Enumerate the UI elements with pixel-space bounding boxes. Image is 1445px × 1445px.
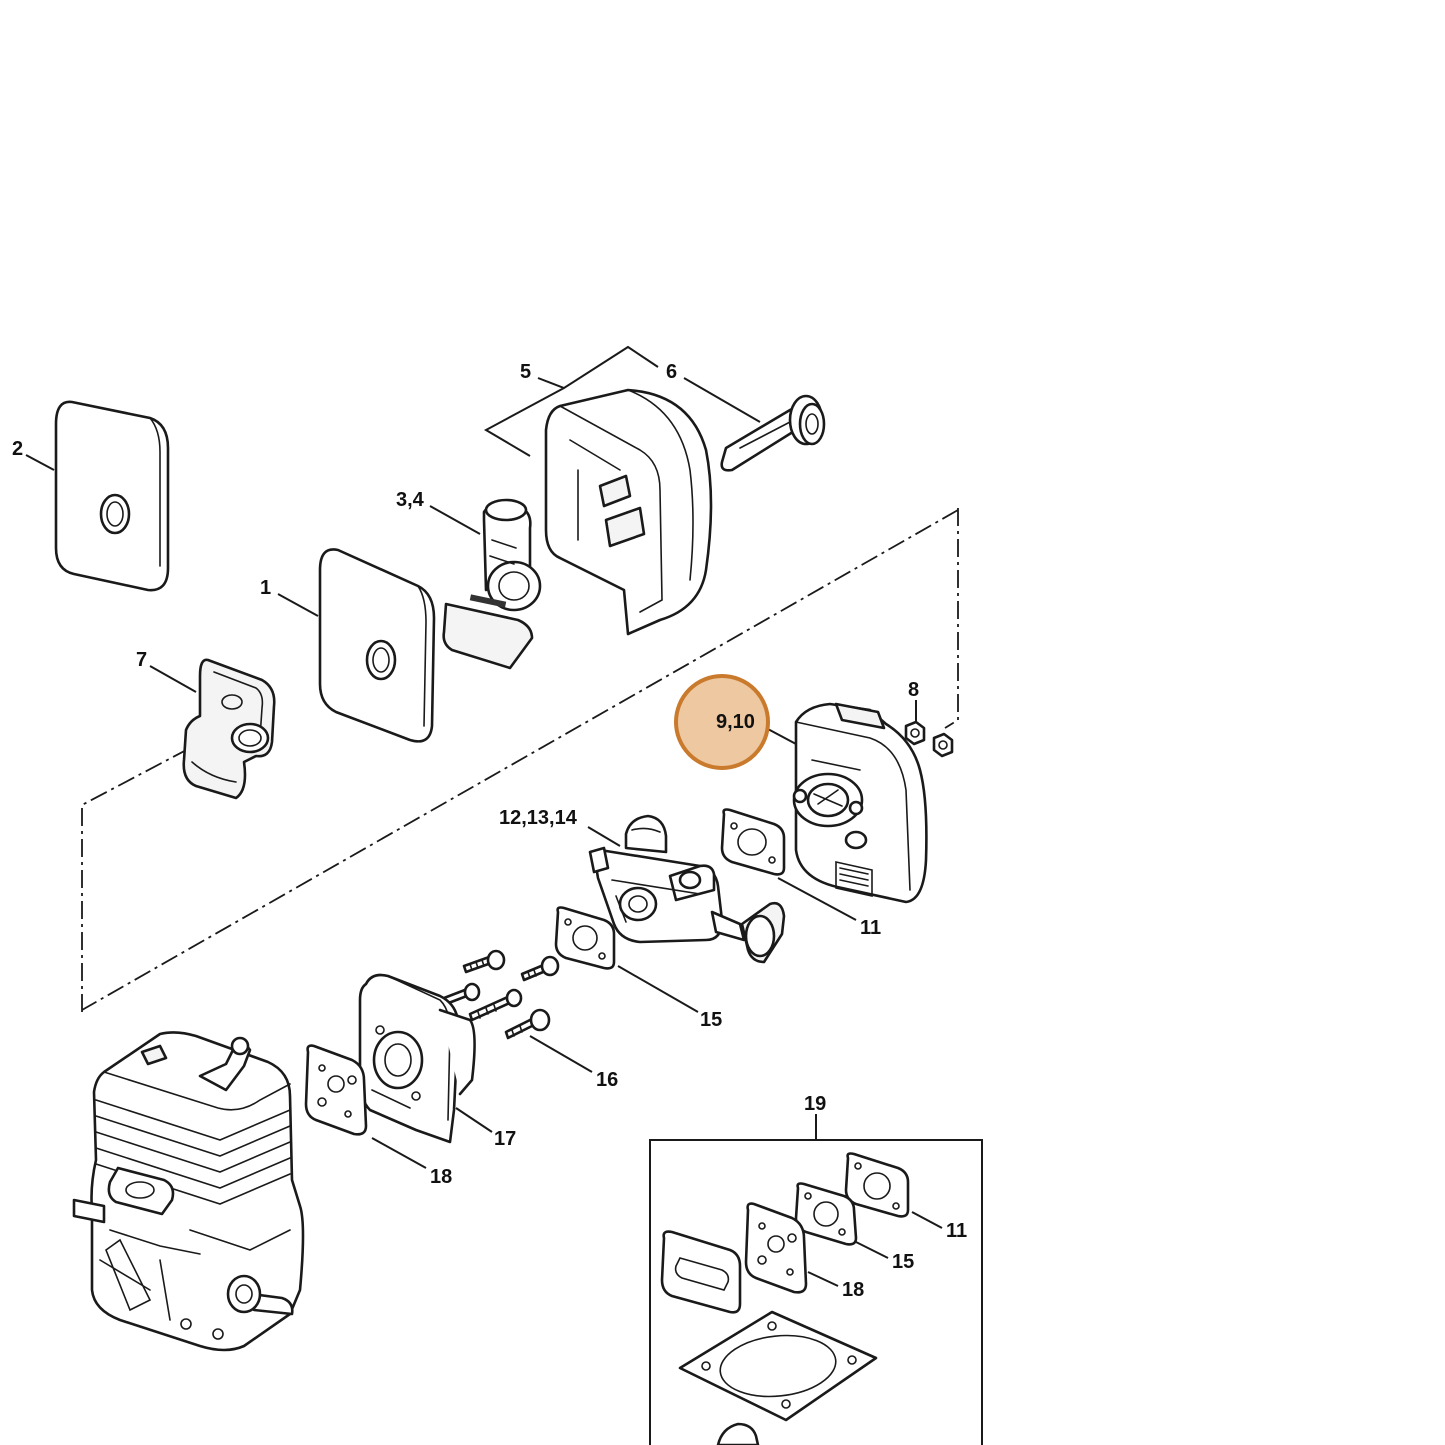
label-part-15[interactable]: 15	[700, 1009, 722, 1031]
engine-block	[72, 1031, 305, 1352]
leader-lines	[25, 345, 943, 1287]
label-kit-part-18[interactable]: 18	[842, 1279, 864, 1301]
part-9-10-muffler[interactable]	[792, 702, 928, 904]
part-8-nuts[interactable]	[904, 720, 954, 758]
label-part-7[interactable]: 7	[136, 649, 147, 671]
part-labels: 2 1 3,4 5 6 7 8 9,10 11 12,13,14 15 16 1…	[12, 361, 967, 1301]
label-part-9-10[interactable]: 9,10	[716, 711, 755, 733]
label-part-19[interactable]: 19	[804, 1093, 826, 1115]
part-2-prefilter[interactable]	[54, 400, 170, 592]
part-1-air-filter[interactable]	[318, 548, 436, 743]
part-12-13-14-carburetor[interactable]	[588, 814, 786, 964]
label-part-17[interactable]: 17	[494, 1128, 516, 1150]
part-3-4-intake-elbow[interactable]	[442, 498, 542, 670]
label-kit-part-15[interactable]: 15	[892, 1251, 914, 1273]
part-17-manifold-flange[interactable]	[358, 973, 476, 1144]
label-part-16[interactable]: 16	[596, 1069, 618, 1091]
label-part-3-4[interactable]: 3,4	[396, 489, 425, 511]
label-kit-part-11[interactable]: 11	[946, 1220, 967, 1242]
label-part-2[interactable]: 2	[12, 438, 23, 460]
gasket-kit-box[interactable]	[649, 1114, 983, 1445]
label-part-6[interactable]: 6	[666, 361, 677, 383]
label-part-1[interactable]: 1	[260, 577, 271, 599]
label-part-5[interactable]: 5	[520, 361, 531, 383]
part-5-filter-cover[interactable]	[544, 388, 713, 636]
part-11-muffler-gasket[interactable]	[720, 808, 786, 876]
part-16-screws[interactable]	[442, 949, 560, 1040]
label-part-8[interactable]: 8	[908, 679, 919, 701]
part-7-filter-base[interactable]	[182, 658, 276, 800]
label-part-18[interactable]: 18	[430, 1166, 452, 1188]
part-6-cover-knob[interactable]	[720, 394, 826, 472]
highlight-marker[interactable]	[674, 674, 770, 770]
label-part-11[interactable]: 11	[860, 917, 881, 939]
assembly-boundary	[81, 508, 959, 1012]
label-part-12-13-14[interactable]: 12,13,14	[499, 807, 578, 829]
part-18-manifold-gasket[interactable]	[304, 1044, 368, 1136]
part-15-carb-gasket[interactable]	[554, 906, 616, 970]
